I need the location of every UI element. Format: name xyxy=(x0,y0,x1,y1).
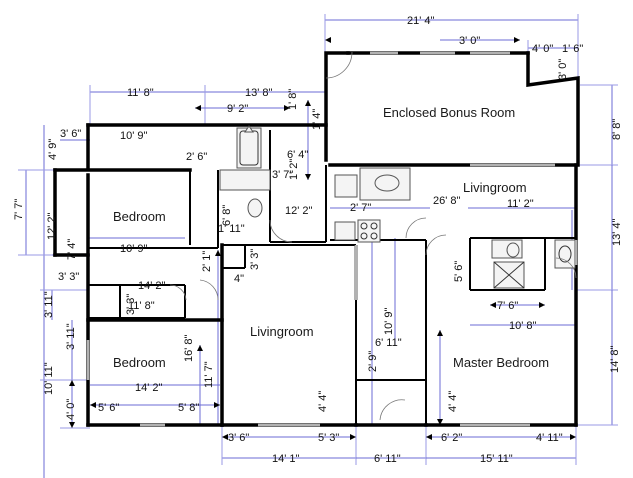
dim-lower-bed-seg-b: 5' 8" xyxy=(178,402,199,414)
dim-mid-top-width: 13' 8" xyxy=(245,87,273,99)
dim-bottom-master-b: 4' 11" xyxy=(536,432,563,444)
dim-top-right-a: 4' 0" xyxy=(532,43,553,55)
dim-living-upper-width: 26' 8" xyxy=(433,195,461,207)
dim-living-left-a: 16' 8" xyxy=(183,334,195,362)
dim-left-margin-top: 4' 9" xyxy=(47,139,59,160)
walls xyxy=(53,51,580,427)
dim-hall-vertical-c: 4' 4" xyxy=(317,391,329,412)
dim-lower-bed-left-a: 4' 0" xyxy=(65,399,77,420)
dim-bottom-master-a: 6' 2" xyxy=(441,432,462,444)
doors xyxy=(169,51,577,421)
dim-bottom-living-total: 14' 1" xyxy=(272,453,300,465)
dim-closet-small-a: 1' 11" xyxy=(218,223,245,235)
dim-bath-small-b: 1' 2" xyxy=(288,159,300,180)
dim-bedroom-width: 10' 9" xyxy=(120,243,148,255)
dimension-labels: 21' 4" 3' 0" 4' 0" 1' 6" 3' 0" 11' 8" 13… xyxy=(13,15,623,465)
dim-closet-vert: 3' 3" xyxy=(125,294,137,315)
dim-master-left: 4' 4" xyxy=(447,391,459,412)
room-label-bedroom-upper: Bedroom xyxy=(113,209,166,224)
bath-counter xyxy=(219,169,271,191)
fridge xyxy=(334,174,358,198)
dim-master-bath-b: 7' 6" xyxy=(497,300,518,312)
dim-top-right-b: 1' 6" xyxy=(562,43,583,55)
dim-closet-small-c: 2' 1" xyxy=(201,251,213,272)
dim-closet-small-d: 4" xyxy=(234,273,244,285)
dim-closet-width2: 14' 2" xyxy=(138,280,166,292)
dim-hall-vertical-a: 6' 11" xyxy=(375,337,402,349)
dim-hall-vertical-b: 2' 9" xyxy=(367,351,379,372)
dim-hall-width: 6' 4" xyxy=(287,149,308,161)
dim-living-upper-sub: 11' 2" xyxy=(507,198,534,210)
dim-lower-bed-seg-a: 5' 6" xyxy=(98,402,119,414)
dim-master-bath-a: 5' 6" xyxy=(453,261,465,282)
dim-bedroom-inner-a: 12' 2" xyxy=(46,212,58,240)
dim-top-right-vertical: 3' 0" xyxy=(557,59,569,80)
dim-closet-width3: 11' 8" xyxy=(128,300,155,312)
dim-left-side-a: 3' 11" xyxy=(43,291,55,318)
dim-master-right-height: 14' 8" xyxy=(609,345,621,373)
room-label-livingroom-main: Livingroom xyxy=(250,324,314,339)
dim-bottom-living-b: 5' 3" xyxy=(318,432,339,444)
dim-closet-small-b: 3' 3" xyxy=(249,249,261,270)
dim-right-side-mid: 13' 4" xyxy=(611,218,623,246)
faucet-icon xyxy=(244,125,254,133)
dim-bath-width-top: 9' 2" xyxy=(227,103,248,115)
dim-closet-left: 3' 3" xyxy=(58,271,79,283)
fixtures xyxy=(219,125,576,289)
dim-closet-width: 2' 6" xyxy=(186,151,207,163)
dim-living-left-b: 11' 7" xyxy=(203,361,215,388)
dim-bath-height-small: 1' 4" xyxy=(311,109,323,130)
dim-lower-bed-height: 10' 11" xyxy=(43,362,55,395)
room-labels: Enclosed Bonus Room Livingroom Bedroom L… xyxy=(113,105,549,370)
bathtub xyxy=(236,127,262,169)
dim-bottom-living-a: 3' 6" xyxy=(228,432,249,444)
dim-bedroom-left-height: 7' 7" xyxy=(13,199,25,220)
dim-bonus-side-height: 8' 8" xyxy=(611,119,623,140)
kitchen-counter-small xyxy=(334,221,356,241)
room-label-master-bedroom: Master Bedroom xyxy=(453,355,549,370)
dim-top-overall: 21' 4" xyxy=(407,15,435,27)
windows xyxy=(86,51,578,427)
dimension-arrows xyxy=(69,37,576,440)
dim-upper-left-a: 3' 6" xyxy=(60,128,81,140)
dim-bonus-top-segment: 3' 0" xyxy=(459,35,480,47)
master-toilet xyxy=(506,242,520,258)
stove xyxy=(357,219,381,243)
room-label-bedroom-lower: Bedroom xyxy=(113,355,166,370)
room-label-enclosed-bonus-room: Enclosed Bonus Room xyxy=(383,105,515,120)
dim-lower-bed-width: 14' 2" xyxy=(135,382,163,394)
kitchen-sink xyxy=(374,174,400,192)
dim-bedroom-inner-b: 7' 4" xyxy=(66,239,78,260)
dim-bottom-hall: 6' 11" xyxy=(374,453,401,465)
dim-hall-vertical-d: 10' 9" xyxy=(383,307,395,335)
toilet xyxy=(247,198,263,218)
dim-hall-mid: 12' 2" xyxy=(285,205,313,217)
dim-kitchen-counter: 2' 7" xyxy=(350,202,371,214)
dim-left-top-width: 11' 8" xyxy=(127,87,154,99)
dim-bath-vert: 6' 8" xyxy=(221,205,233,226)
dim-left-side-b: 3' 11" xyxy=(65,323,77,350)
dim-upper-left-b: 10' 9" xyxy=(120,130,148,142)
master-sink xyxy=(554,239,576,269)
dim-master-bath-c: 10' 8" xyxy=(509,320,537,332)
dim-bath-small-a: 3' 7" xyxy=(272,169,293,181)
room-label-livingroom-upper: Livingroom xyxy=(463,180,527,195)
dim-bottom-master-total: 15' 11" xyxy=(480,453,513,465)
dim-bath-height-top: 1' 8" xyxy=(287,89,299,110)
